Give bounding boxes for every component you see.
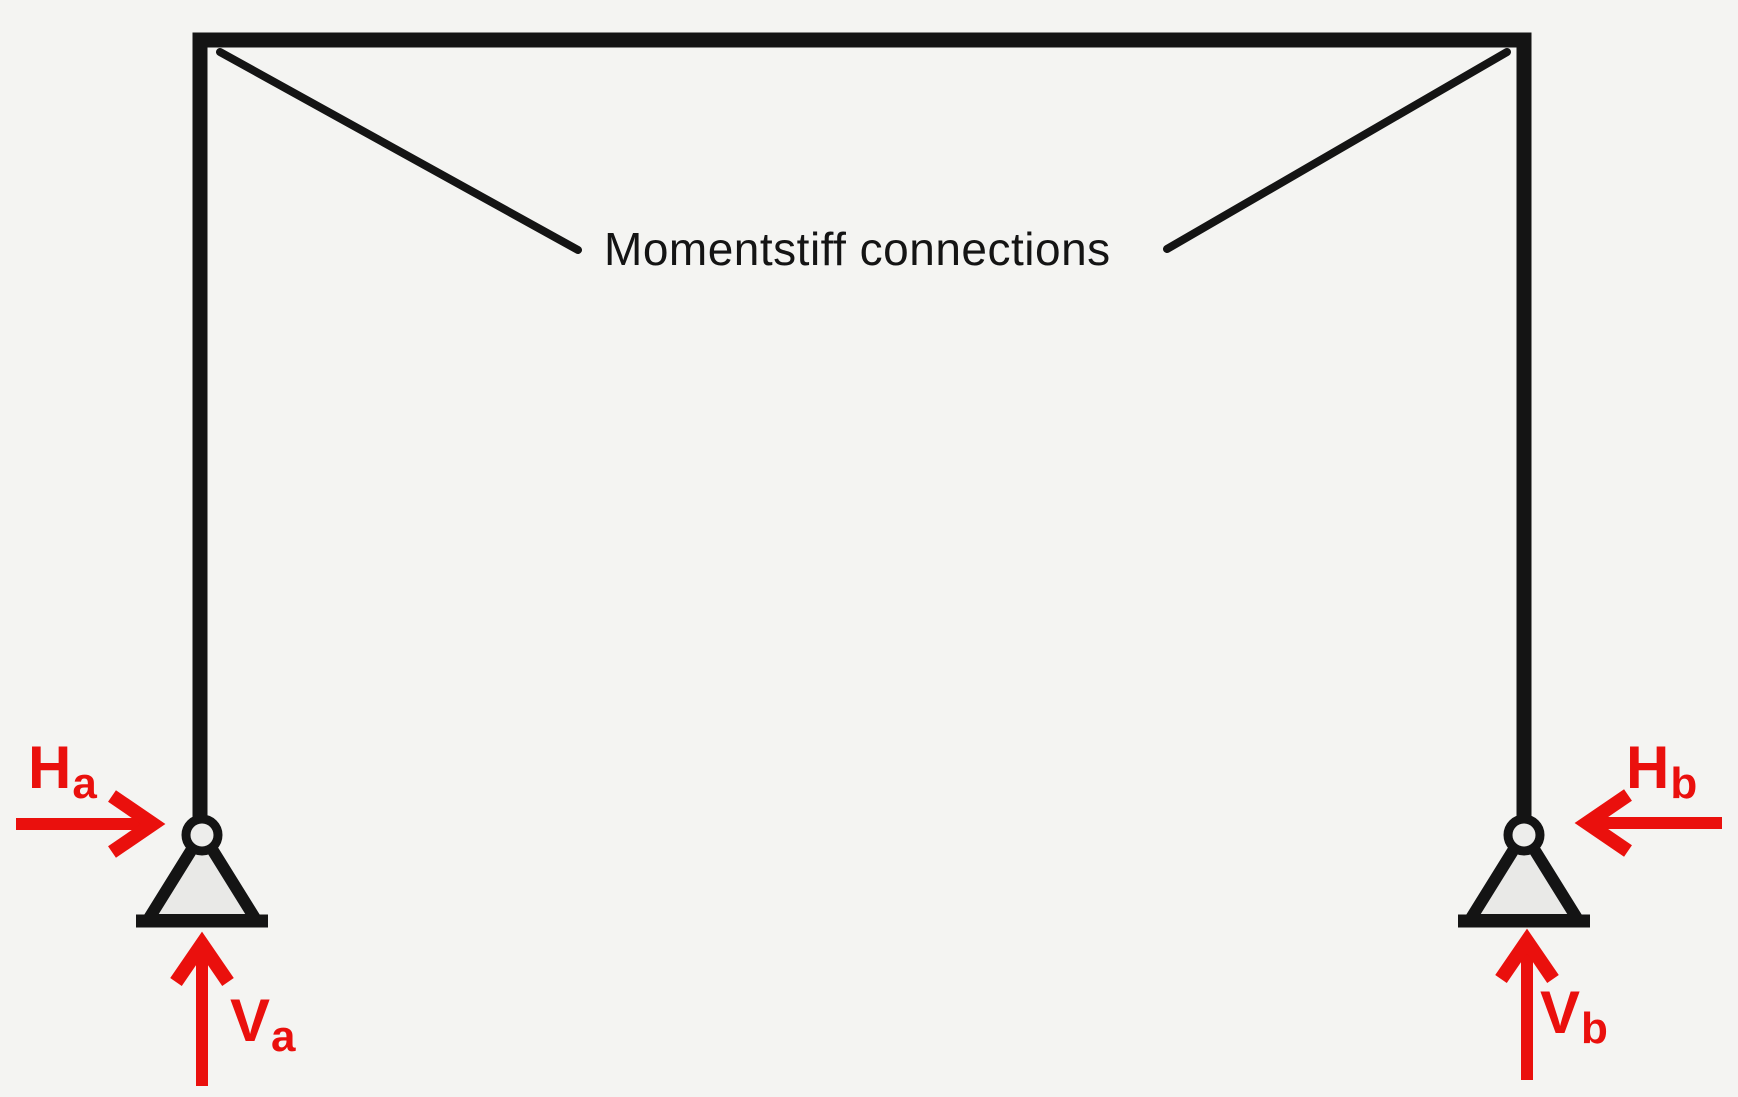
momentstiff-annotation: Momentstiff connections xyxy=(604,223,1111,275)
pin-support-b xyxy=(1458,814,1590,928)
leader-line-left-corner xyxy=(216,48,582,254)
pin-circle-b xyxy=(1503,814,1545,856)
arrow-head-hb xyxy=(1574,789,1632,857)
pin-support-a xyxy=(136,814,268,928)
force-symbol-va: V xyxy=(230,987,271,1054)
force-symbol-hb: H xyxy=(1626,734,1670,801)
leader-line-right-corner xyxy=(1163,48,1511,253)
force-symbol-vb: V xyxy=(1540,979,1581,1046)
reaction-arrow-va xyxy=(170,931,234,1086)
arrow-head-ha xyxy=(108,790,166,858)
force-label-hb: Hb xyxy=(1626,738,1697,806)
arrow-head-va xyxy=(170,931,234,986)
force-label-ha: Ha xyxy=(28,738,97,806)
reaction-arrow-hb xyxy=(1574,789,1722,857)
force-symbol-ha: H xyxy=(28,734,72,801)
force-subscript-vb: b xyxy=(1581,1004,1608,1053)
pin-circle-a xyxy=(181,814,223,856)
force-subscript-hb: b xyxy=(1670,759,1698,808)
force-label-vb: Vb xyxy=(1540,983,1608,1051)
reaction-arrow-ha xyxy=(16,790,166,858)
force-subscript-ha: a xyxy=(72,759,97,808)
force-label-va: Va xyxy=(230,991,296,1059)
arrow-head-vb xyxy=(1495,928,1559,983)
force-subscript-va: a xyxy=(271,1012,296,1061)
portal-frame-outline xyxy=(192,32,1532,820)
reaction-arrow-vb xyxy=(1495,928,1559,1080)
